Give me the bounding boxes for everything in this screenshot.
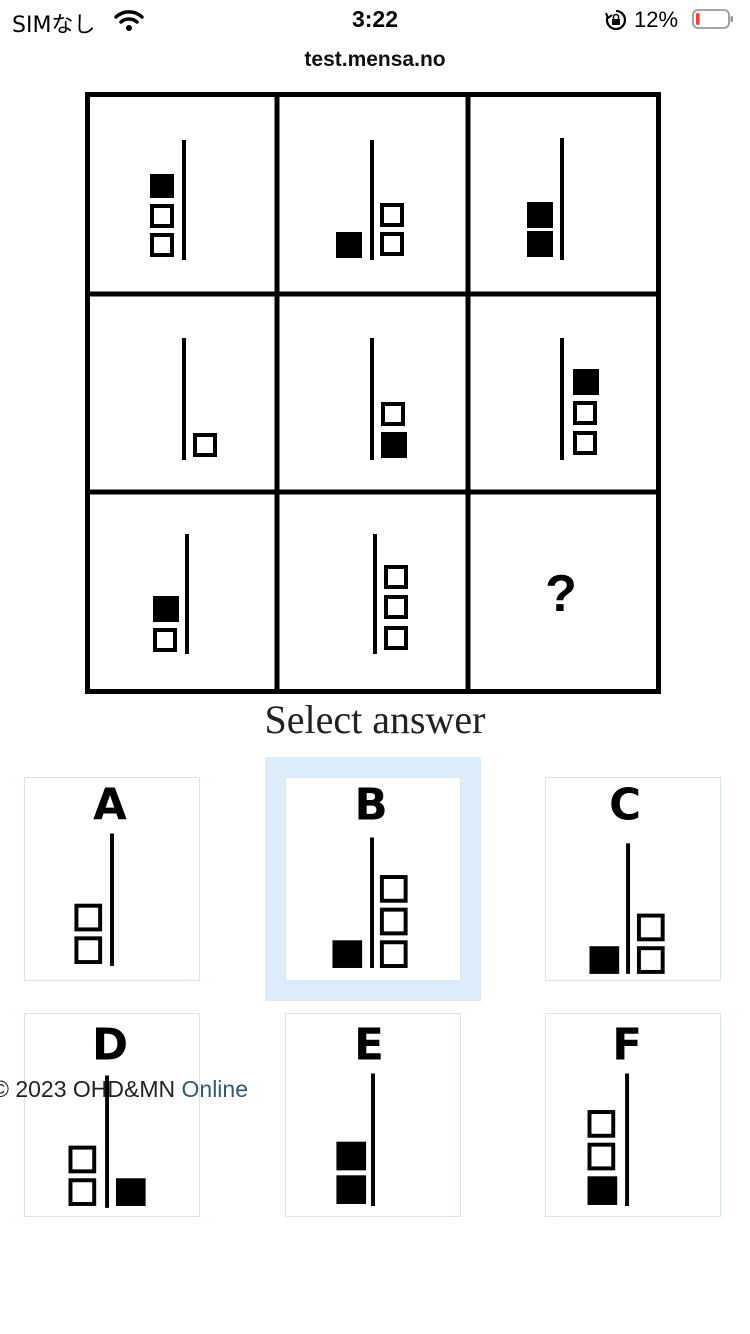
option-letter: C xyxy=(609,781,641,831)
clock-time: 3:22 xyxy=(351,6,399,32)
option-letter: B xyxy=(354,781,387,831)
option-letter: E xyxy=(354,1021,384,1071)
matrix-cell-2-3 xyxy=(560,338,599,460)
puzzle-matrix: ? xyxy=(85,92,661,694)
answer-option-e[interactable]: E xyxy=(285,1013,461,1217)
answer-option-a[interactable]: A xyxy=(24,777,200,981)
online-link[interactable]: Online xyxy=(181,1076,248,1102)
footer-copyright: © 2023 OHD&MN Online xyxy=(0,1076,248,1103)
status-bar: SIMなし 3:22 12% xyxy=(0,0,750,42)
answer-option-f[interactable]: F xyxy=(545,1013,721,1217)
wifi-icon xyxy=(114,10,144,31)
answer-option-d[interactable]: D xyxy=(24,1013,200,1217)
copyright-text: © 2023 OHD&MN xyxy=(0,1076,182,1102)
battery-icon xyxy=(692,9,733,29)
option-letter: A xyxy=(93,781,127,831)
select-answer-label: Select answer xyxy=(264,697,486,742)
matrix-cell-3-1 xyxy=(153,534,189,654)
missing-cell-question-mark: ? xyxy=(545,565,577,623)
matrix-cell-1-3 xyxy=(527,138,564,260)
option-letter: D xyxy=(92,1021,128,1071)
answer-option-b[interactable]: B xyxy=(265,757,481,1001)
matrix-cell-3-2 xyxy=(373,534,408,654)
matrix-cell-1-2 xyxy=(336,140,404,260)
answer-option-c[interactable]: C xyxy=(545,777,721,981)
matrix-cell-1-1 xyxy=(150,140,186,260)
orientation-lock-icon xyxy=(605,9,627,31)
matrix-cell-2-2 xyxy=(370,338,407,460)
address-bar-url[interactable]: test.mensa.no xyxy=(304,48,446,71)
matrix-cell-2-1 xyxy=(182,338,217,460)
battery-percent: 12% xyxy=(634,7,679,32)
option-letter: F xyxy=(612,1021,642,1071)
carrier-label: SIMなし xyxy=(12,13,96,38)
